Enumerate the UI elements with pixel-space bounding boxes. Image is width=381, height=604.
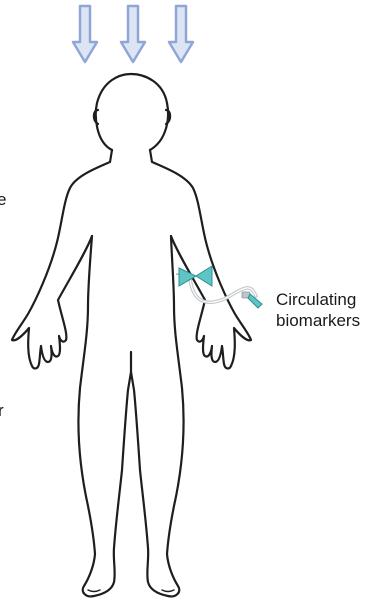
down-arrow-icon <box>169 6 193 62</box>
label-line-2: biomarkers <box>276 310 360 331</box>
blood-draw-device-icon <box>176 266 262 308</box>
cropped-text-fragment-top: e <box>0 191 6 208</box>
down-arrows <box>73 6 193 62</box>
down-arrow-icon <box>121 6 145 62</box>
circulating-biomarkers-label: Circulating biomarkers <box>276 289 360 331</box>
cropped-text-fragment-bottom: r <box>0 402 4 419</box>
label-line-1: Circulating <box>276 289 360 310</box>
human-body-outline <box>12 74 251 596</box>
down-arrow-icon <box>73 6 97 62</box>
